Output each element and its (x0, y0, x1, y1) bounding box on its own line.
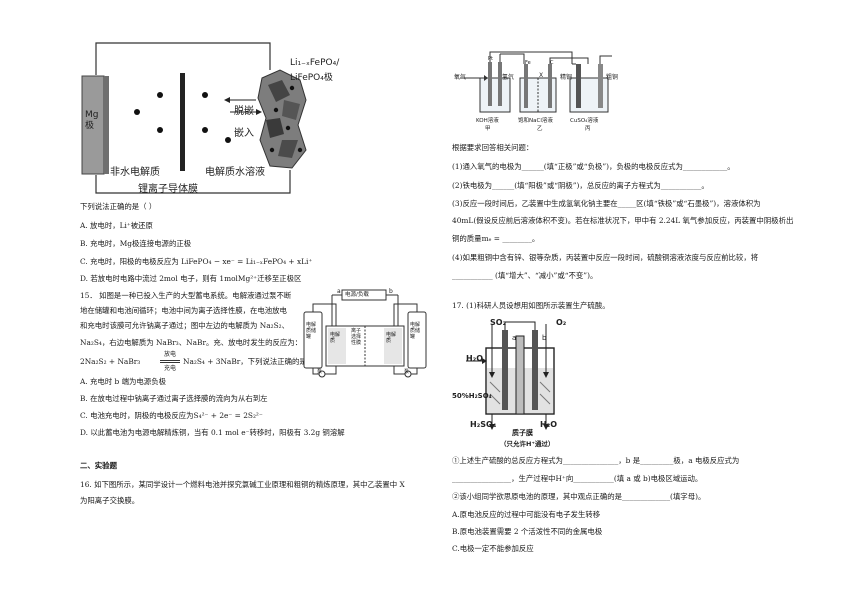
battery-figure (81, 42, 307, 194)
q16-fig-nacl: 饱和NaCl溶液 (518, 118, 553, 124)
q15-equation-right: Na₂S₄ + 3NaBr，下列说法正确的是( ) (183, 357, 315, 366)
q16-fig-x: X (539, 72, 544, 79)
q15-line-3: 和充电时该膜可允许钠离子通过；图中左边的电解质为 Na₂S₂、 (80, 321, 289, 330)
q17-option-b: B.原电池装置需要 2 个活泼性不同的金属电极 (452, 527, 603, 536)
aqueous-label: 电解质水溶液 (205, 167, 265, 178)
flow-pump-left: 泵 (317, 369, 323, 375)
q17-line-1: 17. (1)科研人员设想用如图所示装置生产硫酸。 (452, 301, 610, 310)
q16-part-4a: (4)如果粗铜中含有锌、银等杂质，丙装置中反应一段时间，硫酸铜溶液浓度与反应前比… (452, 253, 759, 262)
sulfuric-acid-figure (466, 321, 555, 430)
ion-membrane (180, 73, 185, 171)
q16-part-1: (1)通入氧气的电极为______(填“正极”或“负极”)，负极的电极反应式为_… (452, 162, 735, 171)
q16-fig-bing: 丙 (585, 126, 591, 132)
q17-fig-b: b (542, 334, 547, 342)
flow-right-electrolyte: 电解质 (386, 332, 397, 344)
flow-terminal-a: a (337, 288, 341, 295)
q17-fig-membrane-note: （只允许H⁺通过） (500, 440, 555, 448)
q16-line-2: 为阳离子交换膜。 (80, 496, 140, 505)
q15-equation-charge: 充电 (164, 365, 177, 372)
flow-left-tank: 电解质储罐 (306, 322, 317, 340)
q14-option-c: C. 充电时，阳极的电极反应为 LiFePO₄ − xe⁻ = Li₁₋ₓFeP… (80, 257, 313, 266)
q17-sub-2: ②该小组同学欲思原电池的原理，其中观点正确的是_____________(填字母… (452, 492, 706, 501)
q16-fig-koh: KOH溶液 (476, 118, 499, 124)
q16-fig-crude-cu: 粗铜 (606, 74, 619, 81)
q15-line-4: Na₂S₄，右边电解质为 NaBr₃、NaBr。充、放电时发生的反应为： (80, 338, 303, 347)
flow-battery-figure (303, 289, 427, 378)
flow-terminal-label: 电源/负载 (345, 292, 369, 298)
flow-terminal-b: b (389, 288, 393, 295)
q15-equation-discharge: 放电 (164, 351, 177, 358)
flow-right-tank: 电解质储罐 (410, 322, 421, 340)
q17-sub-1a: ①上述生产硫酸的总反应方程式为_______________，b 是______… (452, 456, 740, 465)
intercalate-label: 嵌入 (234, 128, 254, 139)
section-2-title: 二、实验题 (80, 461, 117, 470)
q17-fig-so2: SO₂ (490, 318, 507, 327)
flow-membrane-label: 离子选择性膜 (351, 328, 362, 346)
q16-part-3a: (3)反应一段时间后，乙装置中生成氢氧化钠主要在_____区(填“铁极”或“石墨… (452, 199, 761, 208)
q15-option-c: C. 电池充电时，阴极的电极反应为S₄²⁻ + 2e⁻ = 2S₂²⁻ (80, 411, 263, 420)
q16-fig-o2: 氧气 (454, 74, 467, 81)
q16-part-4b: ___________ (填“增大”、“减小”或“不变”)。 (452, 271, 598, 280)
q16-fig-c: C (550, 60, 554, 66)
q17-fig-a: a (512, 334, 517, 342)
q17-option-c: C.电极一定不能参加反应 (452, 544, 534, 553)
q15-line-1: 15． 如图是一种已投入生产的大型蓄电系统。电解液通过泵不断 (80, 291, 292, 300)
q16-fig-fe: Fe (525, 60, 531, 66)
q15-line-2: 地在储罐和电池间循环；电池中间为离子选择性膜，在电池放电 (80, 306, 287, 315)
q15-equation-left: 2Na₂S₂ + NaBr₃ (80, 357, 141, 366)
right-column: 氧气 Pt 氢气 Fe X C 精铜 粗铜 KOH溶液 饱和NaCl溶液 CuS… (430, 0, 860, 608)
cathode-label-2: LiFePO₄极 (290, 73, 333, 83)
q17-fig-h2o-bottom: H₂O (540, 420, 557, 429)
q17-fig-o2: O₂ (556, 318, 567, 327)
flow-pump-right: 泵 (404, 369, 410, 375)
lifepo4-crystal (257, 69, 307, 169)
deintercalate-label: 脱嵌 (234, 106, 254, 117)
q16-fig-yi: 乙 (537, 126, 543, 132)
q14-prompt: 下列说法正确的是（ ） (80, 202, 157, 211)
q16-intro: 根据要求回答相关问题： (452, 143, 534, 152)
membrane-label: 锂离子导体膜 (138, 184, 198, 195)
q17-sub-1b: ________________，生产过程中H⁺向___________(填 a… (452, 474, 703, 483)
q16-fig-pure-cu: 精铜 (560, 74, 573, 81)
q16-part-3c: 铜的质量mₑ = ________。 (452, 234, 540, 243)
q16-line-1: 16. 如下图所示，某同学设计一个燃料电池并探究氯碱工业原理和粗铜的精炼原理，其… (80, 480, 405, 489)
q15-option-d: D. 以此蓄电池为电源电解精炼铜，当有 0.1 mol e⁻转移时，阳极有 3.… (80, 428, 345, 437)
mg-electrode-label: Mg极 (85, 110, 99, 131)
flow-left-electrolyte: 电解质 (330, 332, 341, 344)
q17-fig-h2so4-50: 50%H₂SO₄ (452, 392, 492, 400)
q16-fig-cuso4: CuSO₄溶液 (570, 118, 599, 124)
q16-part-2: (2)铁电极为______(填“阳极”或“阴极”)，总反应的离子方程式为____… (452, 181, 709, 190)
q16-fig-pt: Pt (488, 56, 493, 62)
q17-fig-h2o-top: H₂O (466, 354, 483, 363)
q14-option-d: D. 若放电时电路中流过 2mol 电子，则有 1molMg²⁺迁移至正极区 (80, 274, 302, 283)
q15-option-a: A. 充电时 b 端为电源负极 (80, 377, 166, 386)
q16-part-3b: 40mL(假设反应前后溶液体积不变)。若在标准状况下，甲中有 2.24L 氧气参… (452, 216, 794, 225)
q17-option-a: A.原电池反应的过程中可能没有电子发生转移 (452, 510, 601, 519)
q14-option-b: B. 充电时，Mg极连接电源的正极 (80, 239, 192, 248)
left-column: Mg极 Li₁₋ₓFePO₄/ LiFePO₄极 脱嵌 嵌入 非水电解质 电解质… (80, 42, 427, 505)
electrolysis-figure (460, 51, 612, 113)
q16-fig-jia: 甲 (485, 126, 491, 132)
cathode-label-1: Li₁₋ₓFePO₄/ (290, 58, 340, 68)
q14-option-a: A. 放电时，Li⁺被还原 (80, 221, 153, 230)
q17-fig-h2so4: H₂SO₄ (470, 420, 497, 429)
q16-fig-h2: 氢气 (502, 74, 515, 81)
q17-fig-membrane: 质子膜 (512, 429, 533, 437)
nonaqueous-label: 非水电解质 (110, 167, 160, 178)
q15-option-b: B. 在放电过程中钠离子通过离子选择膜的流向为从右到左 (80, 394, 268, 403)
